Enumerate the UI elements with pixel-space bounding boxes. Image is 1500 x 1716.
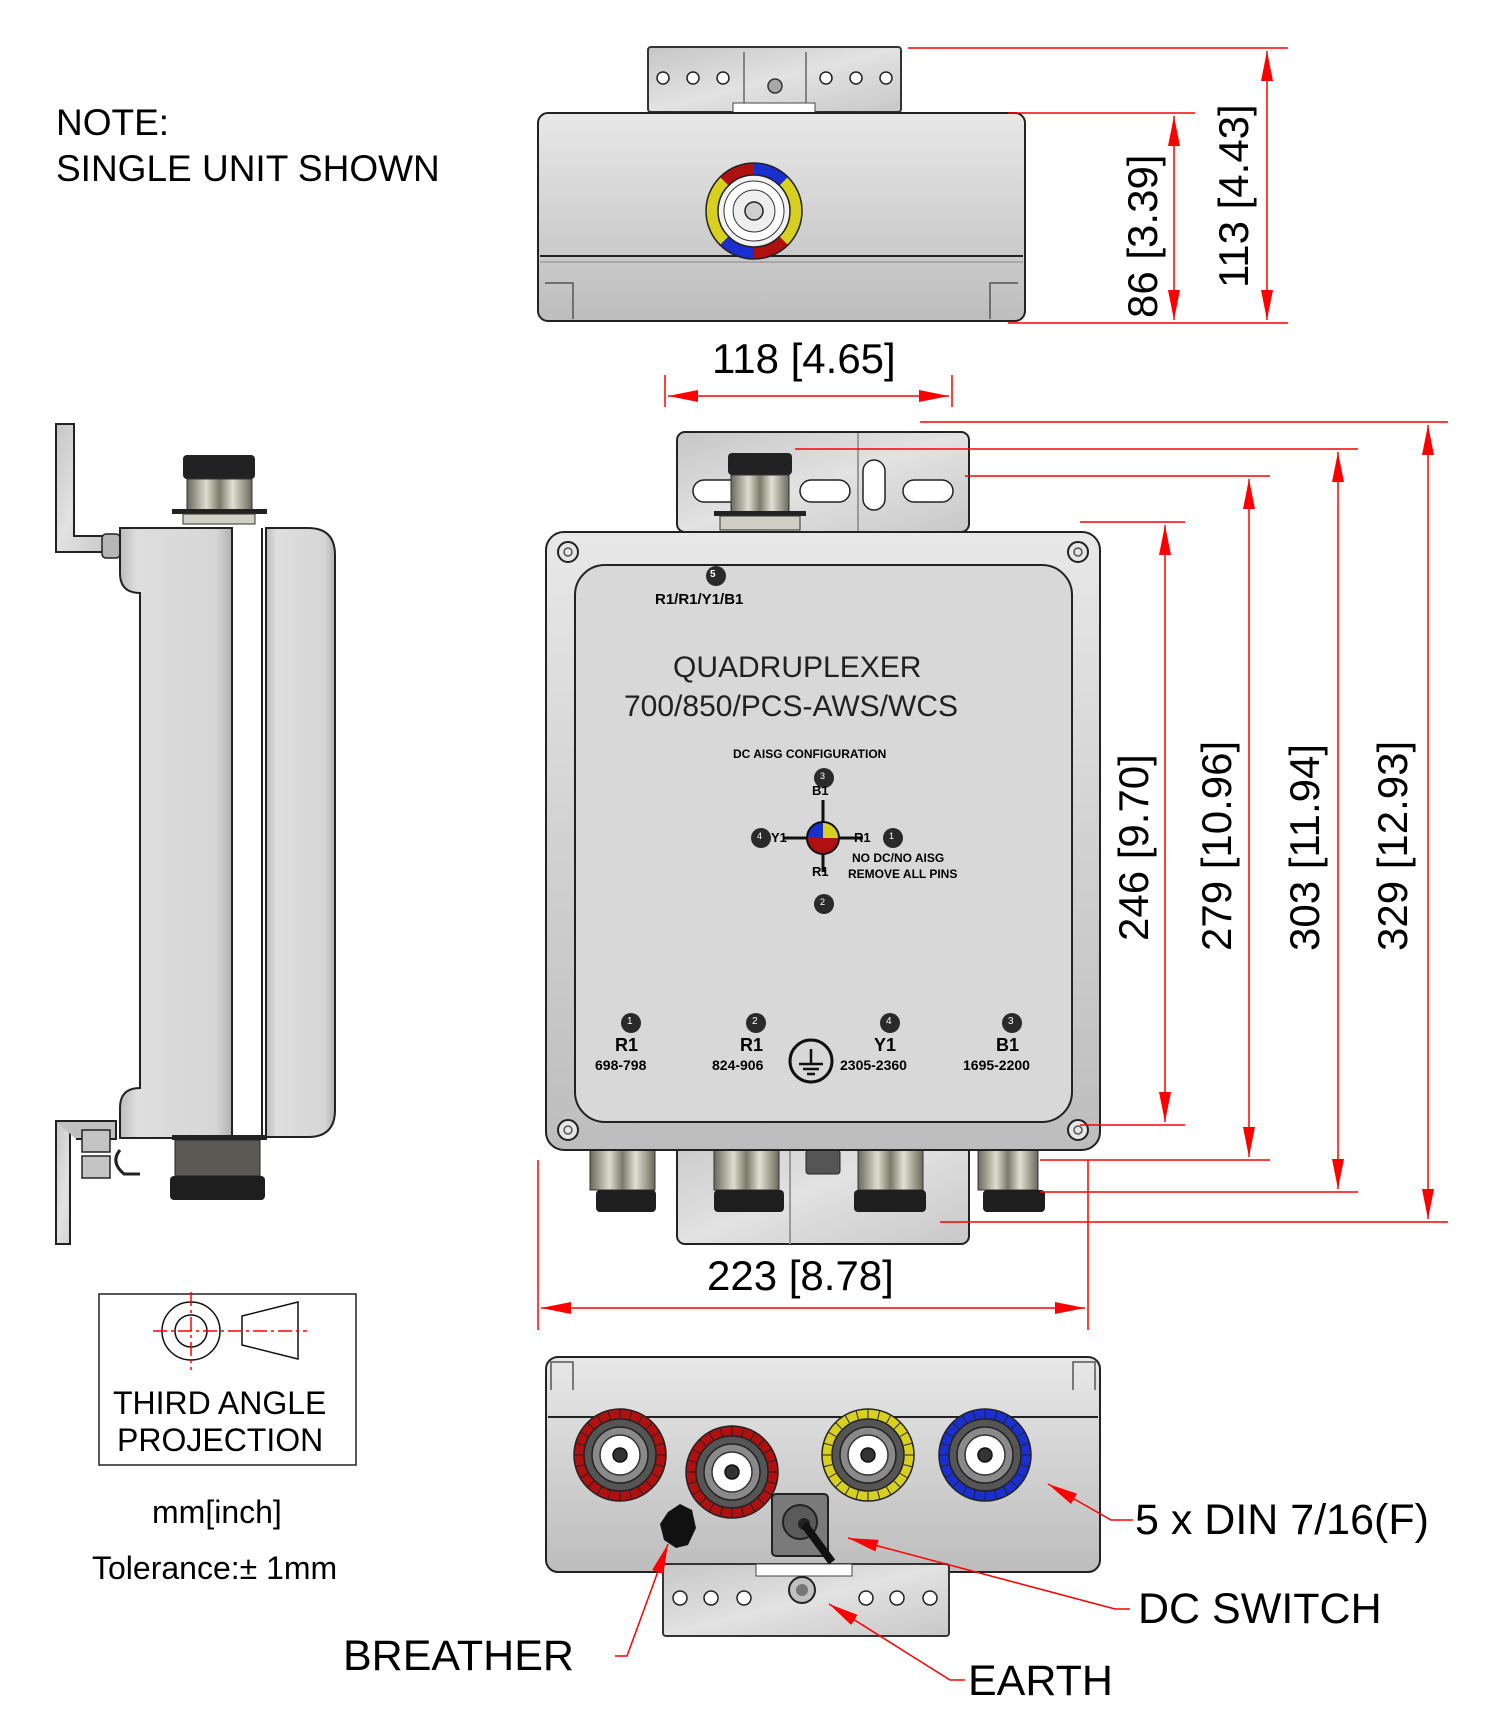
side-view <box>55 423 336 1245</box>
dim-front-height-4: 329 [12.93] <box>1369 740 1416 951</box>
note-label: NOTE: <box>56 102 170 143</box>
port-1-range: 698-798 <box>595 1057 647 1073</box>
port-2-number: 2 <box>752 1016 758 1027</box>
product-title: QUADRUPLEXER <box>673 651 922 684</box>
callout-earth: EARTH <box>968 1657 1113 1705</box>
aisg-right-label: R1 <box>854 830 871 845</box>
earth-stud <box>788 1576 816 1604</box>
earth-symbol <box>788 1038 834 1084</box>
product-subtitle: 700/850/PCS-AWS/WCS <box>624 690 958 723</box>
port-4-range: 1695-2200 <box>963 1057 1030 1073</box>
aisg-connector-icon <box>806 821 840 855</box>
dim-front-width: 223 [8.78] <box>707 1252 894 1299</box>
callout-din: 5 x DIN 7/16(F) <box>1135 1496 1429 1544</box>
dim-top-width: 118 [4.65] <box>712 335 896 382</box>
aisg-top-label: B1 <box>812 783 829 798</box>
aisg-note-line2: REMOVE ALL PINS <box>848 867 958 881</box>
callout-breather: BREATHER <box>343 1632 574 1680</box>
aisg-top-number: 3 <box>820 771 826 781</box>
port-3-band: Y1 <box>874 1035 897 1055</box>
dimension-lines <box>537 47 1448 1681</box>
dim-top-depth-body: 86 [3.39] <box>1119 154 1166 318</box>
aisg-note-line1: NO DC/NO AISG <box>852 851 945 865</box>
dim-front-height-1: 246 [9.70] <box>1110 754 1157 941</box>
third-angle-projection-box <box>98 1292 357 1466</box>
aisg-heading: DC AISG CONFIGURATION <box>733 747 887 761</box>
port-2-range: 824-906 <box>712 1057 764 1073</box>
top-aisg-connector <box>705 162 803 260</box>
front-view <box>545 431 1101 1245</box>
top-port-label: R1/R1/Y1/B1 <box>655 591 744 608</box>
din-connectors <box>573 1408 1032 1519</box>
port-4-number: 3 <box>1008 1016 1014 1027</box>
dim-front-height-2: 279 [10.96] <box>1193 740 1240 951</box>
top-port-number: 5 <box>710 569 716 580</box>
callout-dc-switch: DC SWITCH <box>1138 1585 1382 1633</box>
port-1-band: R1 <box>615 1035 639 1055</box>
top-bracket <box>647 46 902 114</box>
aisg-left-number: 4 <box>757 831 763 841</box>
din-connector-b1 <box>938 1408 1032 1502</box>
aisg-bottom-number: 2 <box>820 897 826 907</box>
tolerance-label: Tolerance:± 1mm <box>92 1550 338 1586</box>
aisg-bottom-label: R1 <box>812 864 829 879</box>
port-1-number: 1 <box>627 1016 633 1027</box>
units-label: mm[inch] <box>152 1494 282 1530</box>
dim-front-height-3: 303 [11.94] <box>1281 743 1328 951</box>
port-3-number: 4 <box>886 1016 892 1027</box>
port-4-band: B1 <box>996 1035 1020 1055</box>
note-text: SINGLE UNIT SHOWN <box>56 148 440 189</box>
port-2-band: R1 <box>740 1035 764 1055</box>
front-bottom-connectors <box>589 1149 1045 1212</box>
bottom-view <box>545 1356 1101 1637</box>
projection-line1: THIRD ANGLE <box>113 1385 327 1421</box>
din-connector-r1-a <box>573 1408 667 1502</box>
din-connector-r1-b <box>685 1425 779 1519</box>
projection-line2: PROJECTION <box>117 1422 324 1458</box>
din-connector-y1 <box>821 1408 915 1502</box>
aisg-right-number: 1 <box>889 831 895 841</box>
dim-top-depth-total: 113 [4.43] <box>1210 104 1257 288</box>
aisg-left-label: Y1 <box>771 830 787 845</box>
port-bubbles <box>621 566 1022 1033</box>
port-3-range: 2305-2360 <box>840 1057 907 1073</box>
breather-plug <box>660 1504 696 1548</box>
dc-switch <box>771 1493 836 1565</box>
top-view <box>537 46 1026 322</box>
